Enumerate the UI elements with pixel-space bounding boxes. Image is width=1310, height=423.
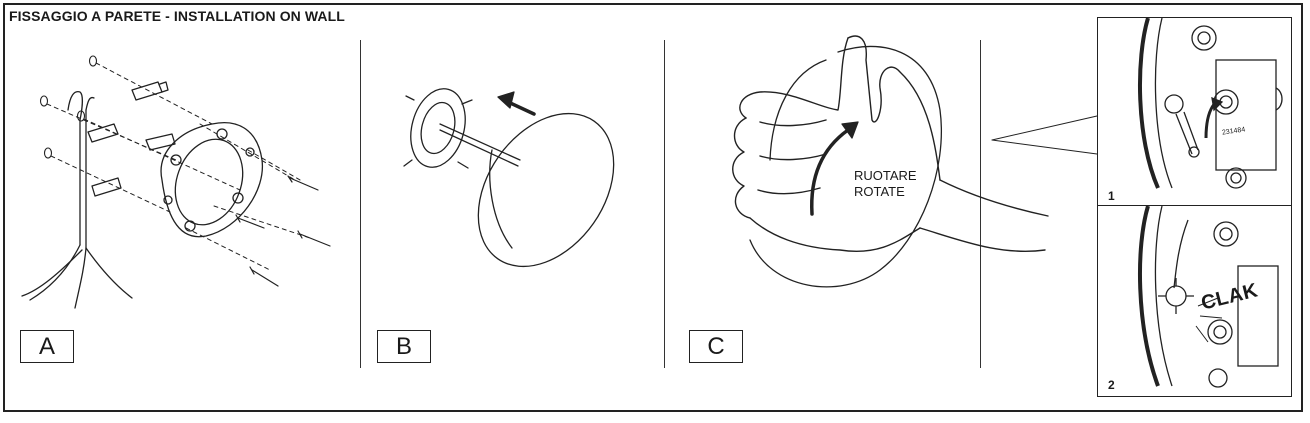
mounting-plate — [160, 122, 264, 238]
detail-panel-1: 1 — [1097, 17, 1292, 207]
divider-bc — [664, 40, 665, 368]
rod-b — [439, 123, 521, 167]
wall-anchors — [87, 81, 176, 197]
disc-b — [477, 112, 615, 268]
step-c-label: C — [689, 330, 743, 363]
step-a-label: A — [20, 330, 74, 363]
rotate-label: RUOTARE ROTATE — [854, 168, 917, 200]
step-b-label: B — [377, 330, 431, 363]
detail-1-number: 1 — [1108, 189, 1115, 203]
cable-drawing — [21, 90, 133, 309]
dashed-guide-lines — [46, 62, 311, 271]
arrow-b — [497, 91, 536, 116]
plate-b — [403, 88, 473, 169]
divider-ab — [360, 40, 361, 368]
screws — [235, 175, 331, 287]
divider-c-detail — [980, 40, 981, 368]
fixture-c — [749, 45, 942, 288]
page-title: FISSAGGIO A PARETE - INSTALLATION ON WAL… — [9, 8, 345, 24]
hand-c — [732, 35, 1049, 252]
detail-1-drawing — [1137, 18, 1283, 189]
callout-lines — [991, 115, 1098, 155]
outer-frame — [3, 3, 1303, 412]
detail-2-number: 2 — [1108, 378, 1115, 392]
rotate-arrow — [810, 121, 859, 216]
detail-panel-2: 2 — [1097, 205, 1292, 397]
rotate-label-italian: RUOTARE — [854, 168, 917, 183]
screw-holes — [39, 55, 98, 159]
detail-2-drawing — [1137, 206, 1279, 388]
rotate-label-english: ROTATE — [854, 184, 905, 199]
